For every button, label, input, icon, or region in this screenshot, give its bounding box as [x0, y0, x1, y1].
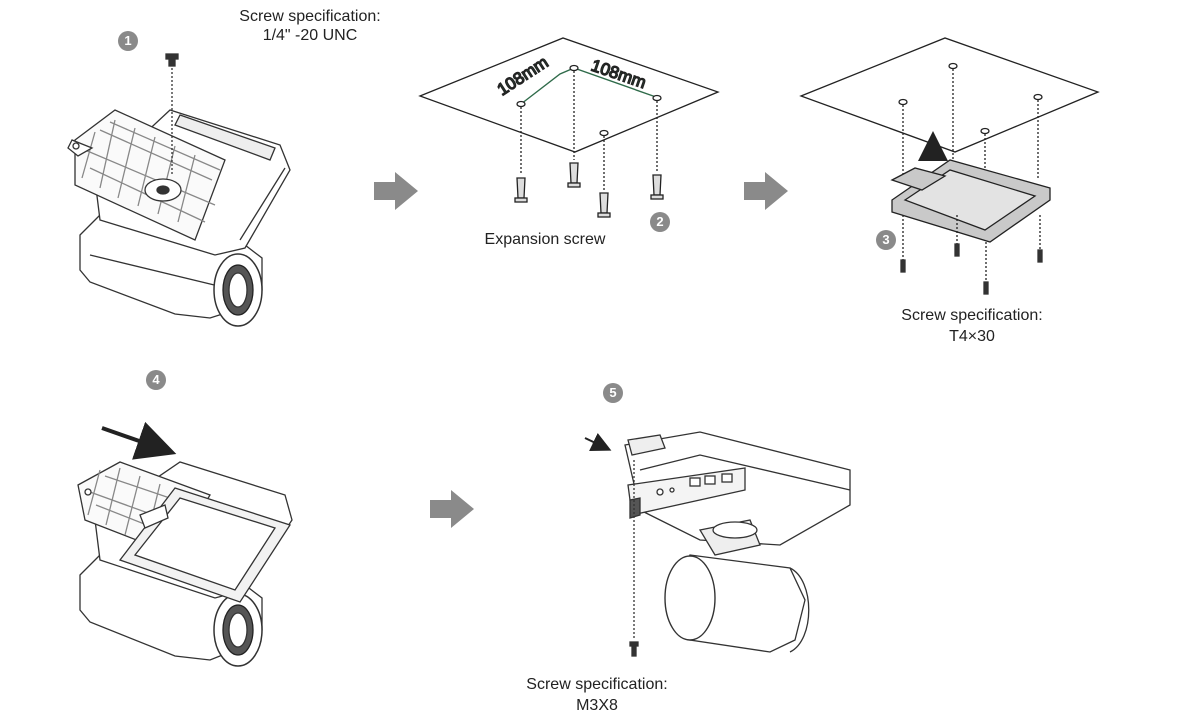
step2-ceiling-drilling: 108mm 108mm: [418, 37, 720, 218]
step-4-badge: 4: [146, 370, 166, 390]
next-arrow-3: [430, 490, 474, 528]
next-arrow-2: [744, 172, 788, 210]
step-2-expansion-screw-label: Expansion screw: [484, 231, 606, 248]
step5-camera-mounted: [584, 431, 851, 657]
step-5-screw-spec-heading: Screw specification:: [526, 676, 668, 693]
step-1-badge: 1: [118, 31, 138, 51]
step1-camera-with-plate: [67, 53, 291, 327]
step-5-badge: 5: [603, 383, 623, 403]
step-1-screw-spec-value: 1/4" -20 UNC: [262, 27, 358, 44]
step-1-screw-spec-heading: Screw specification:: [239, 8, 381, 25]
step-2-badge: 2: [650, 212, 670, 232]
step-3-screw-spec-heading: Screw specification:: [901, 307, 1043, 324]
step-3-badge: 3: [876, 230, 896, 250]
step-3-screw-spec-value: T4×30: [949, 328, 995, 345]
step4-slide-bracket: [77, 421, 293, 667]
step-5-screw-spec-value: M3X8: [576, 697, 618, 714]
next-arrow-1: [374, 172, 418, 210]
step3-bracket-mounting: [799, 37, 1100, 295]
